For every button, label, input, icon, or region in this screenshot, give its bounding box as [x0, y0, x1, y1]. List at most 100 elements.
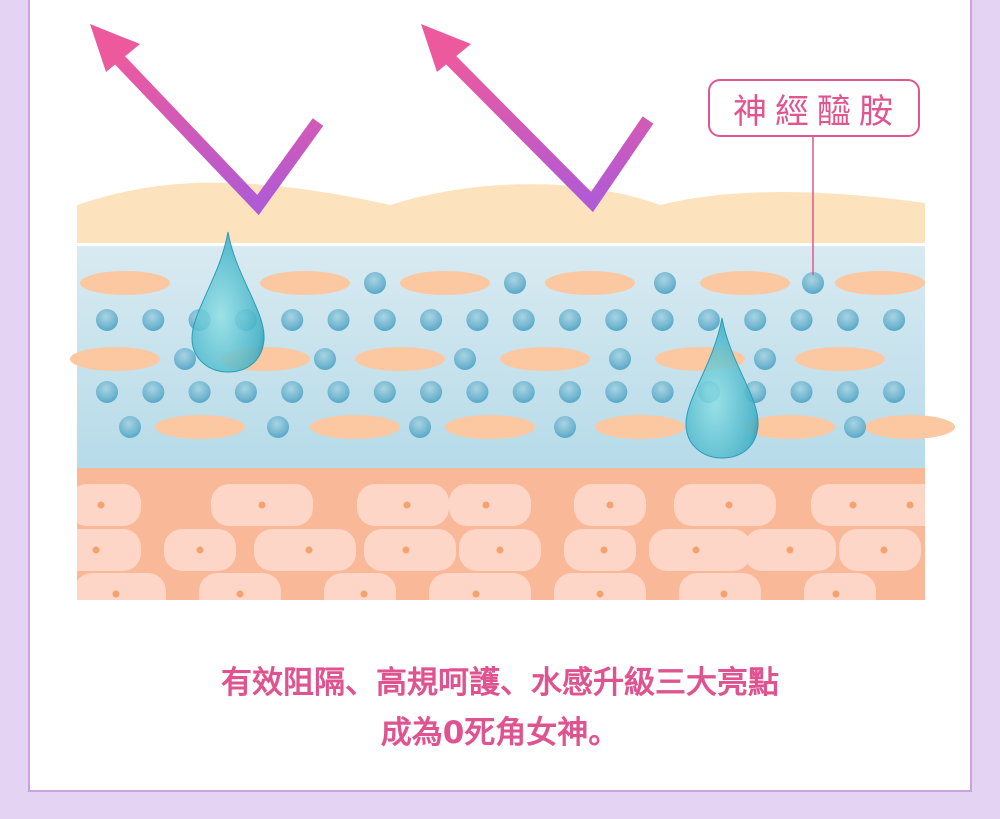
water-bubble [466, 381, 489, 403]
cell-nucleus [482, 501, 490, 509]
ceramide-label: 神經醯胺 [708, 79, 920, 137]
water-bubble [651, 381, 674, 403]
water-bubble [234, 381, 257, 403]
reflect-arrow-icon [438, 47, 654, 213]
water-bubble [466, 309, 489, 331]
water-bubble [512, 309, 535, 331]
lipid [400, 271, 490, 295]
lipid [80, 271, 170, 295]
lipid [355, 347, 445, 371]
lipid-group [70, 271, 955, 439]
water-bubble [605, 309, 628, 331]
arrowhead-icon [90, 24, 140, 72]
skin-cell [564, 529, 636, 571]
cell-nucleus [596, 590, 604, 598]
cell-nucleus [600, 546, 608, 554]
water-bubble [364, 272, 386, 294]
water-bubble [420, 381, 443, 403]
water-bubble [174, 348, 196, 370]
water-drop-icon [191, 231, 265, 373]
lipid [545, 271, 635, 295]
water-bubble [609, 348, 631, 370]
skin-cell [199, 573, 281, 600]
water-bubble [281, 381, 304, 403]
lipid [155, 415, 245, 439]
water-bubble [119, 416, 141, 438]
water-bubble [327, 309, 350, 331]
water-bubble [96, 309, 118, 331]
cell-nucleus [402, 546, 410, 554]
water-bubble [373, 309, 396, 331]
water-bubble [559, 309, 581, 331]
skin-cell [839, 529, 921, 571]
water-bubble [420, 309, 443, 331]
skin-cell [77, 484, 141, 526]
water-bubble [409, 416, 431, 438]
water-bubble [744, 309, 767, 331]
cell-nucleus [849, 501, 857, 509]
water-bubble [512, 381, 535, 403]
water-bubble [142, 381, 165, 403]
water-bubble [883, 381, 906, 403]
cell-group [77, 484, 925, 600]
reflect-arrow-icon [107, 47, 324, 216]
skin-cell [804, 573, 876, 600]
water-bubble [504, 272, 526, 294]
skin-cell [77, 529, 141, 571]
cell-nucleus [906, 501, 914, 509]
lipid [70, 347, 160, 371]
skin-cell [649, 529, 751, 571]
cell-nucleus [112, 590, 120, 598]
water-bubble [605, 381, 628, 403]
cell-nucleus [472, 590, 480, 598]
surface-layer [77, 182, 925, 243]
water-drop-icon [685, 317, 759, 459]
cell-nucleus [692, 546, 700, 554]
cell-nucleus [258, 501, 266, 509]
water-bubble [654, 272, 676, 294]
skin-cell [674, 484, 776, 526]
water-bubble [267, 416, 289, 438]
cell-nucleus [496, 546, 504, 554]
water-bubble [836, 381, 859, 403]
lipid [260, 271, 350, 295]
water-bubble [281, 309, 304, 331]
water-bubble [327, 381, 350, 403]
skin-cell [364, 529, 456, 571]
water-bubble [559, 381, 581, 403]
water-bubble [142, 309, 165, 331]
cell-nucleus [832, 590, 840, 598]
skin-cell [324, 573, 396, 600]
skin-cell [77, 573, 166, 600]
cell-nucleus [92, 546, 100, 554]
water-bubble [651, 309, 674, 331]
caption-line-1: 有效阻隔、高規呵護、水感升級三大亮點 [221, 665, 779, 701]
lipid [500, 347, 590, 371]
bubble-group [96, 272, 906, 438]
cell-nucleus [196, 546, 204, 554]
water-bubble [836, 309, 859, 331]
lipid [310, 415, 400, 439]
caption-line-2: 成為0死角女神。 [380, 715, 620, 751]
water-bubble [373, 381, 396, 403]
cell-nucleus [786, 546, 794, 554]
cell-nucleus [305, 546, 313, 554]
water-bubble [697, 309, 720, 331]
water-bubble [314, 348, 336, 370]
skin-cell [429, 573, 531, 600]
water-bubble [790, 309, 813, 331]
lipid [795, 347, 885, 371]
skin-cell [449, 484, 531, 526]
lipid [445, 415, 535, 439]
skin-cell [869, 484, 925, 526]
skin-cell [357, 484, 449, 526]
skin-cell [554, 573, 646, 600]
lipid [745, 415, 835, 439]
cell-nucleus [606, 501, 614, 509]
cell-nucleus [403, 501, 411, 509]
arrowhead-icon [421, 24, 471, 72]
lipid [835, 271, 925, 295]
water-bubble [802, 272, 824, 294]
cell-nucleus [725, 501, 733, 509]
water-bubble [454, 348, 476, 370]
